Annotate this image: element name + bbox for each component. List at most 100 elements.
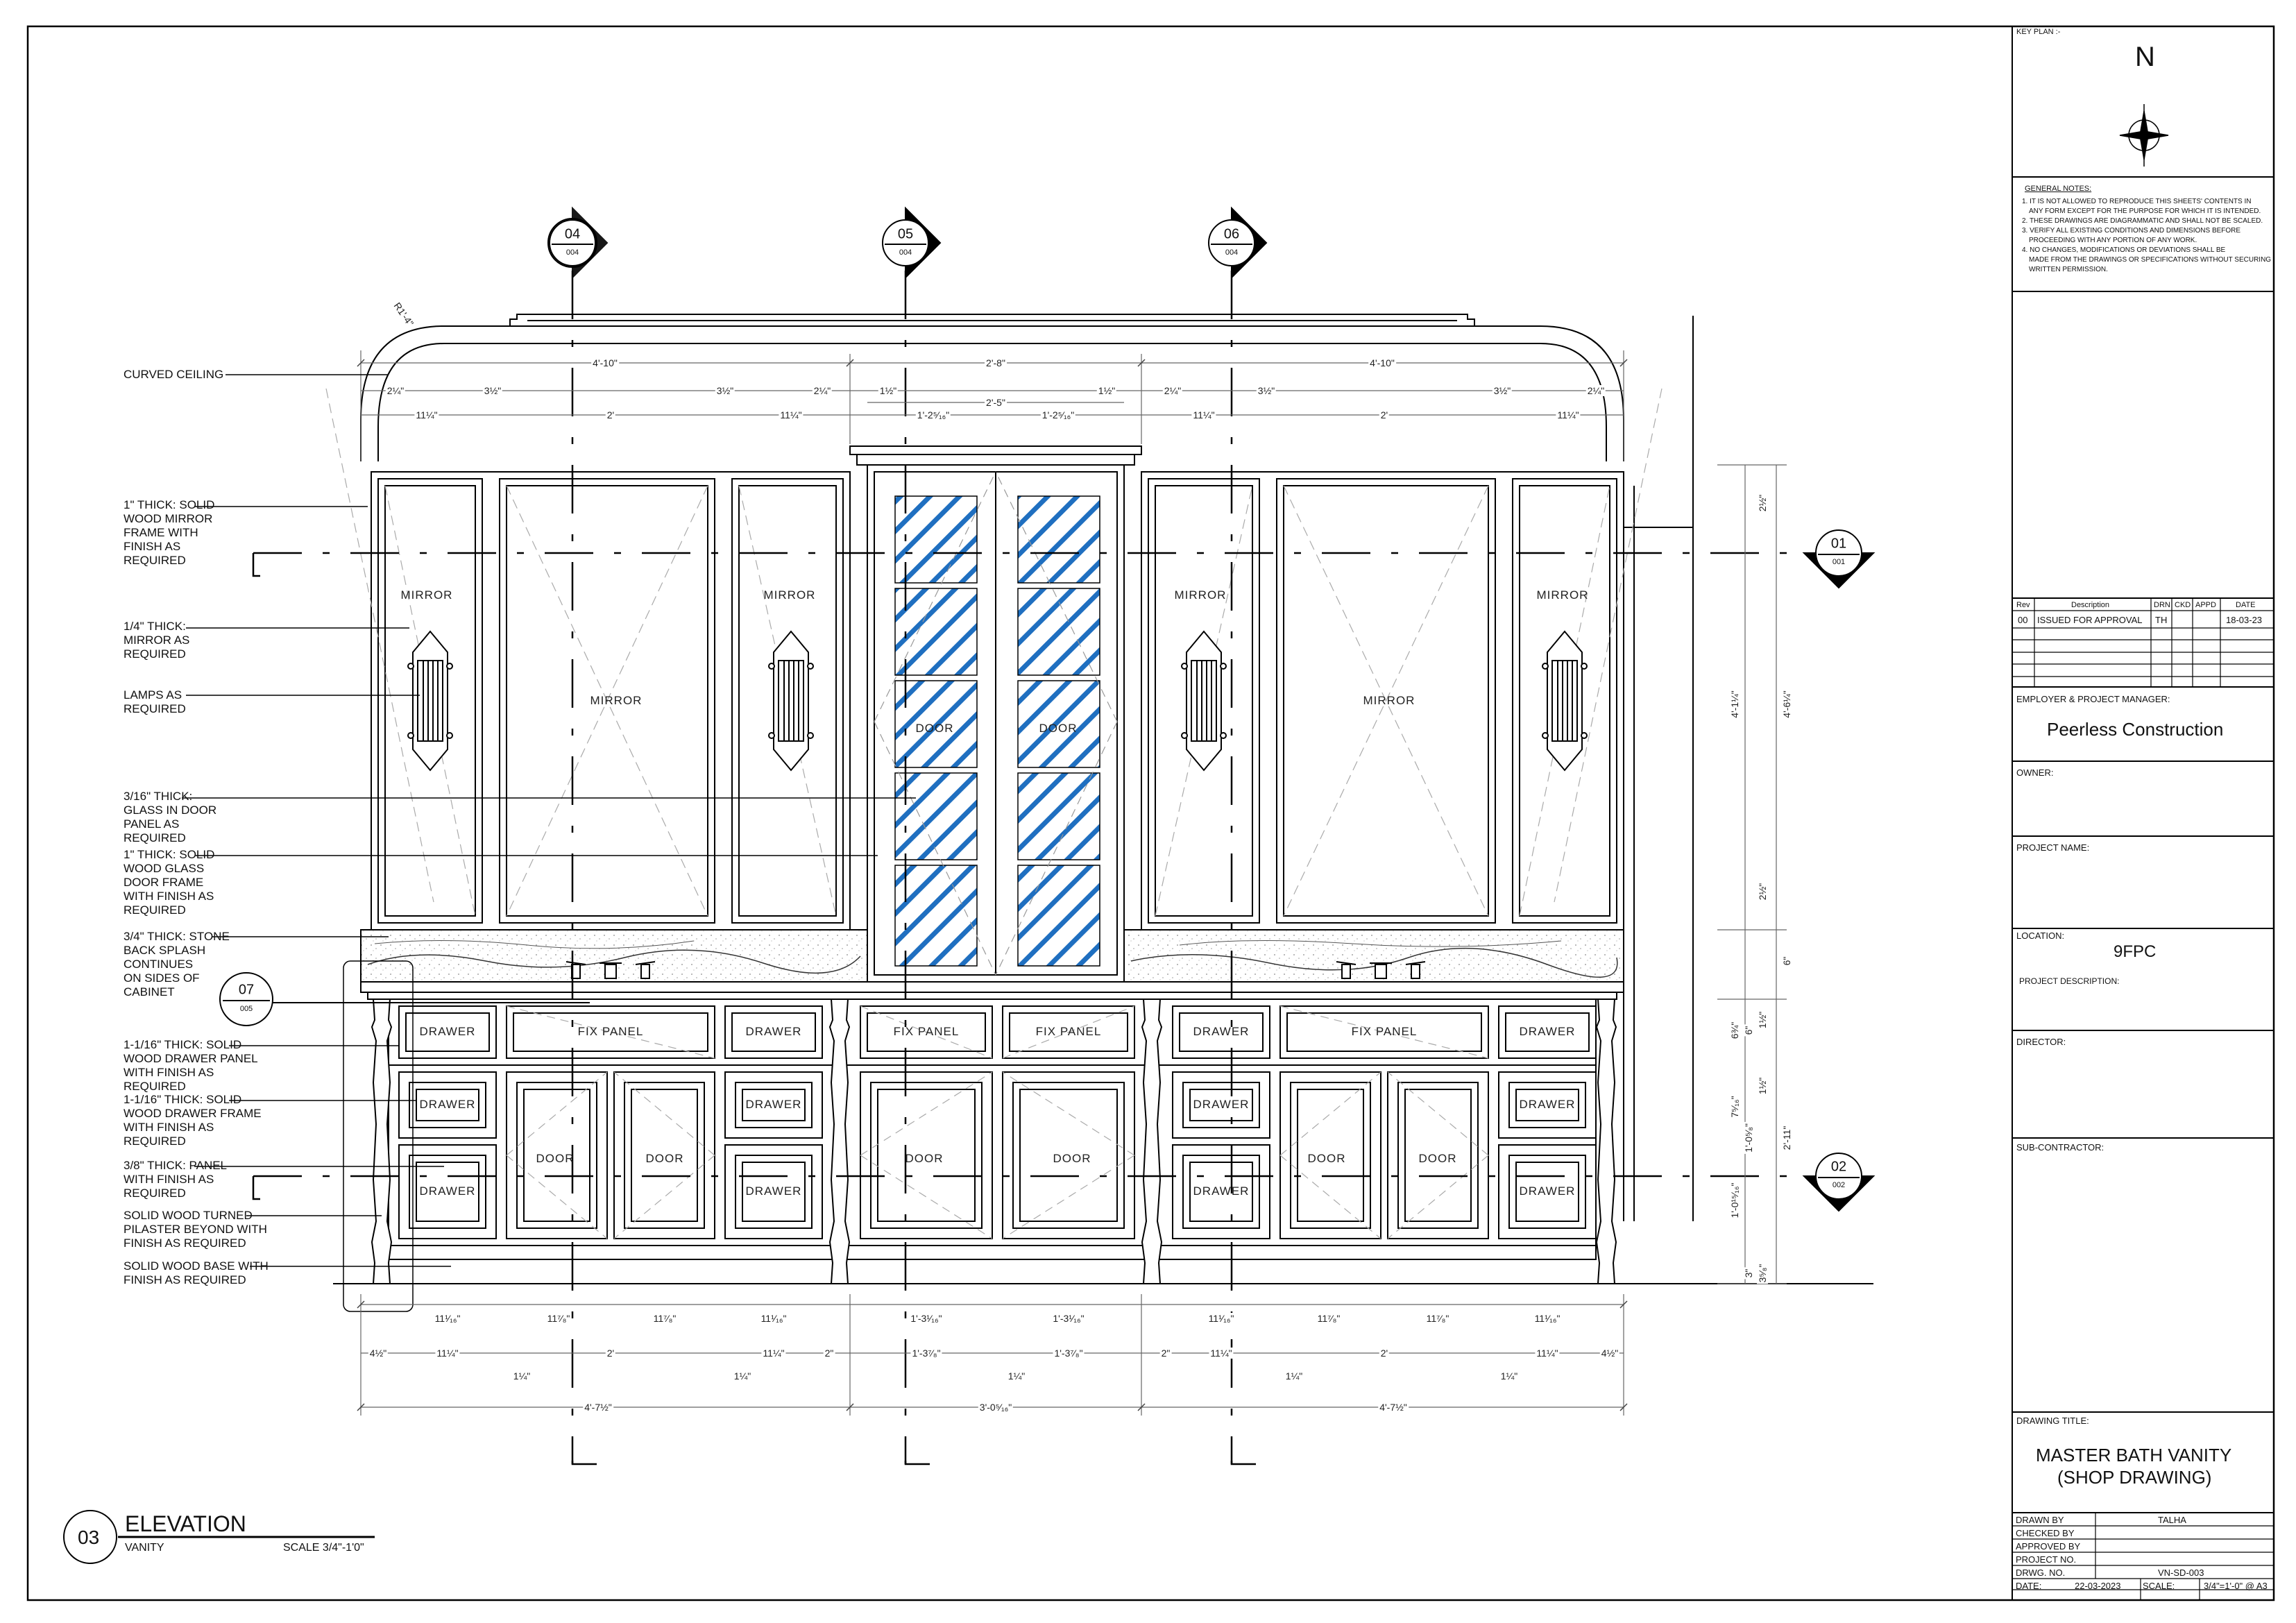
key-plan-label: KEY PLAN :-	[2016, 28, 2061, 36]
rev-cell: ISSUED FOR APPROVAL	[2037, 615, 2143, 625]
label-drawer: DRAWER	[1519, 1025, 1576, 1038]
label-door: DOOR	[1307, 1152, 1346, 1165]
revision-table	[2012, 598, 2274, 687]
label-drawer: DRAWER	[1193, 1025, 1250, 1038]
location-label: LOCATION:	[2016, 931, 2065, 941]
employer-value: Peerless Construction	[2047, 719, 2224, 740]
dim: 2'	[1379, 1348, 1390, 1359]
dim: 1'-2⁵⁄₁₆"	[915, 409, 951, 420]
note-mirror: 1/4" THICK: MIRROR AS REQUIRED	[124, 620, 190, 661]
note-glass-door-frame: 1" THICK: SOLID WOOD GLASS DOOR FRAME WI…	[124, 848, 215, 917]
dim: 1'-0⁵⁄₈"	[1743, 1122, 1754, 1154]
dim: 11¼"	[435, 1348, 460, 1359]
info-table	[2012, 1513, 2274, 1600]
label-drawer: DRAWER	[1193, 1098, 1250, 1111]
dim: 11¼"	[761, 1348, 786, 1359]
elevation-callout-number: 03	[78, 1527, 100, 1548]
drwg-no-label: DRWG. NO.	[2016, 1567, 2066, 1578]
drawing-title-line1: MASTER BATH VANITY	[2036, 1445, 2232, 1465]
dim: 4'-1¼"	[1729, 689, 1740, 720]
label-door: DOOR	[1418, 1152, 1457, 1165]
dim: 11¼"	[1556, 409, 1581, 420]
employer-label: EMPLOYER & PROJECT MANAGER:	[2016, 694, 2170, 704]
section-marker-ref: 004	[566, 248, 579, 257]
label-door: DOOR	[905, 1152, 944, 1165]
section-marker-number: 04	[564, 226, 581, 242]
cabinet-door-dashed	[506, 1005, 1489, 1239]
dim: 11⁷⁄₈"	[1316, 1313, 1342, 1324]
label-mirror: MIRROR	[1363, 694, 1415, 707]
label-fix-panel: FIX PANEL	[1351, 1025, 1418, 1038]
dim-overall-bottom: 3'-0⁵⁄₁₆"	[978, 1402, 1014, 1413]
section-marker-ref: 001	[1832, 558, 1846, 566]
note-leaders	[182, 374, 916, 1267]
elevation-subtitle: VANITY	[125, 1542, 164, 1554]
dim: 2¼"	[385, 385, 406, 396]
label-fix-panel: FIX PANEL	[1035, 1025, 1102, 1038]
dim: 1½"	[1757, 1076, 1768, 1096]
rev-header: Rev	[2016, 601, 2030, 609]
dim: 3½"	[1256, 385, 1277, 396]
dim: 4½"	[368, 1348, 389, 1359]
note-pilaster: SOLID WOOD TURNED PILASTER BEYOND WITH F…	[124, 1209, 267, 1250]
note-lamps: LAMPS AS REQUIRED	[124, 688, 186, 715]
section-marker-number: 07	[238, 982, 255, 998]
north-arrow-icon	[2119, 104, 2169, 167]
dim: 6¾"	[1729, 1020, 1740, 1041]
glass-panes	[894, 495, 1100, 967]
dim: 11¼"	[1191, 409, 1216, 420]
label-drawer: DRAWER	[1519, 1184, 1576, 1198]
rev-header: APPD	[2195, 601, 2216, 609]
section-marker-ref: 002	[1832, 1181, 1846, 1189]
dim: 1¼"	[1284, 1370, 1304, 1382]
approved-by-label: APPROVED BY	[2016, 1541, 2081, 1552]
sheet-border	[26, 25, 2275, 1601]
label-door: DOOR	[645, 1152, 684, 1165]
note-panel: 3/8" THICK: PANEL WITH FINISH AS REQUIRE…	[124, 1159, 228, 1200]
section-marker-ref: 004	[1225, 248, 1239, 257]
date-label: DATE:	[2016, 1581, 2042, 1591]
dim: 1¼"	[511, 1370, 532, 1382]
section-marker-number: 06	[1223, 226, 1240, 242]
general-notes-title: GENERAL NOTES:	[2025, 185, 2092, 193]
label-mirror: MIRROR	[590, 694, 643, 707]
wall-lamp-icon	[407, 630, 1588, 772]
dim: 2'-11"	[1781, 1124, 1792, 1152]
dim: 1'-3⁷⁄₈"	[910, 1348, 942, 1359]
label-drawer: DRAWER	[1193, 1184, 1250, 1198]
rev-header: Description	[2071, 601, 2110, 609]
general-note: 2. THESE DRAWINGS ARE DIAGRAMMATIC AND S…	[2022, 217, 2263, 225]
dim: 11¹⁄₁₆"	[433, 1313, 462, 1324]
label-drawer: DRAWER	[745, 1184, 802, 1198]
mirror-wall	[371, 316, 1694, 1221]
dim: 11¼"	[1209, 1348, 1234, 1359]
dim-mid-inner: 2'-5"	[985, 397, 1007, 408]
stone-backsplash	[360, 929, 1624, 983]
dim: 3½"	[482, 385, 503, 396]
scale-value: 3/4"=1'-0" @ A3	[2204, 1581, 2268, 1591]
curved-ceiling	[360, 314, 1624, 461]
dim: 2"	[823, 1348, 835, 1359]
dim: 1'-3¹⁄₁₆"	[1051, 1313, 1086, 1324]
note-base: SOLID WOOD BASE WITH FINISH AS REQUIRED	[124, 1259, 269, 1286]
dim: 2'	[1379, 409, 1390, 420]
label-mirror: MIRROR	[763, 588, 816, 602]
director-label: DIRECTOR:	[2016, 1037, 2066, 1047]
rev-header: DRN	[2154, 601, 2170, 609]
dim: 11¹⁄₁₆"	[1207, 1313, 1236, 1324]
project-description-label: PROJECT DESCRIPTION:	[2019, 976, 2120, 986]
dim: 1¼"	[732, 1370, 753, 1382]
dim: 2½"	[1757, 881, 1768, 902]
dim-overall-bottom: 4'-7½"	[583, 1402, 613, 1413]
title-block-frame	[2012, 26, 2274, 1600]
label-door: DOOR	[536, 1152, 575, 1165]
north-label: N	[2135, 42, 2155, 72]
dim: 4½"	[1599, 1348, 1620, 1359]
location-value: 9FPC	[2114, 942, 2157, 961]
checked-by-label: CHECKED BY	[2016, 1528, 2075, 1538]
dim: 2¼"	[1585, 385, 1606, 396]
dim: 11¼"	[414, 409, 439, 420]
dim: 1'-3⁷⁄₈"	[1053, 1348, 1085, 1359]
dim: 11⁷⁄₈"	[1425, 1313, 1451, 1324]
